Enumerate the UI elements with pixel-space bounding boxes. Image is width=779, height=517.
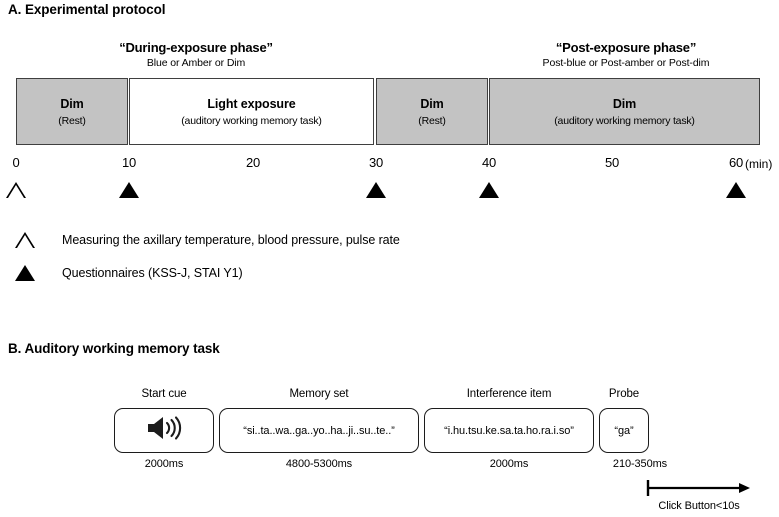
protocol-block-sub-label: (Rest) — [418, 114, 446, 127]
legend-label-measurements: Measuring the axillary temperature, bloo… — [62, 233, 400, 247]
stage-label-probe: Probe — [608, 388, 640, 400]
protocol-block-dim-rest-1: Dim (Rest) — [16, 78, 128, 145]
stage-label-interference-item: Interference item — [466, 388, 552, 400]
stage-label-start-cue: Start cue — [141, 388, 187, 400]
phase-header-during-exposure: “During-exposure phase” Blue or Amber or… — [16, 40, 376, 69]
stage-duration-interference-item: 2000ms — [489, 458, 529, 470]
stage-duration-memory-set: 4800-5300ms — [285, 458, 353, 470]
axis-tick-40: 40 — [481, 155, 497, 170]
stage-content-interference-item: “i.hu.tsu.ke.sa.ta.ho.ra.i.so” — [444, 424, 574, 437]
marker-filled-triangle-30min — [366, 182, 386, 198]
legend-open-triangle-icon — [12, 232, 38, 248]
stage-duration-probe: 210-350ms — [612, 458, 668, 470]
response-window-label: Click Button<10s — [658, 500, 740, 512]
protocol-block-main-label: Dim — [420, 96, 444, 111]
protocol-block-sub-label: (auditory working memory task) — [181, 114, 322, 127]
protocol-block-sub-label: (Rest) — [58, 114, 86, 127]
stage-duration-start-cue: 2000ms — [144, 458, 184, 470]
stage-box-probe: “ga” — [599, 408, 649, 453]
protocol-block-main-label: Light exposure — [207, 96, 296, 111]
protocol-block-sub-label: (auditory working memory task) — [554, 114, 695, 127]
stage-content-memory-set: “si..ta..wa..ga..yo..ha..ji..su..te..” — [243, 424, 395, 437]
panel-b-title: B. Auditory working memory task — [8, 341, 220, 356]
protocol-block-dim-task: Dim (auditory working memory task) — [489, 78, 760, 145]
axis-tick-60: 60 — [728, 155, 744, 170]
protocol-block-light-exposure: Light exposure (auditory working memory … — [129, 78, 374, 145]
panel-a-title: A. Experimental protocol — [8, 2, 166, 17]
phase-subtitle-during-exposure: Blue or Amber or Dim — [146, 57, 246, 69]
speaker-icon — [145, 415, 183, 446]
axis-unit-label: (min) — [745, 157, 773, 171]
axis-tick-20: 20 — [245, 155, 261, 170]
stage-content-probe: “ga” — [614, 424, 634, 437]
protocol-block-main-label: Dim — [60, 96, 84, 111]
axis-tick-10: 10 — [121, 155, 137, 170]
axis-tick-50: 50 — [604, 155, 620, 170]
axis-tick-0: 0 — [12, 155, 20, 170]
stage-box-memory-set: “si..ta..wa..ga..yo..ha..ji..su..te..” — [219, 408, 419, 453]
phase-header-post-exposure: “Post-exposure phase” Post-blue or Post-… — [490, 40, 762, 69]
protocol-block-dim-rest-2: Dim (Rest) — [376, 78, 488, 145]
stage-label-memory-set: Memory set — [289, 388, 349, 400]
legend-label-questionnaires: Questionnaires (KSS-J, STAI Y1) — [62, 266, 243, 280]
axis-tick-30: 30 — [368, 155, 384, 170]
phase-title-post-exposure: “Post-exposure phase” — [555, 40, 697, 55]
marker-filled-triangle-40min — [479, 182, 499, 198]
legend-row-measurements: Measuring the axillary temperature, bloo… — [12, 232, 400, 248]
marker-filled-triangle-60min — [726, 182, 746, 198]
phase-subtitle-post-exposure: Post-blue or Post-amber or Post-dim — [542, 57, 710, 69]
legend-filled-triangle-icon — [12, 265, 38, 281]
stage-box-interference-item: “i.hu.tsu.ke.sa.ta.ho.ra.i.so” — [424, 408, 594, 453]
marker-open-triangle-0min — [6, 182, 26, 198]
phase-title-during-exposure: “During-exposure phase” — [119, 40, 273, 55]
marker-filled-triangle-10min — [119, 182, 139, 198]
legend-row-questionnaires: Questionnaires (KSS-J, STAI Y1) — [12, 265, 243, 281]
protocol-block-main-label: Dim — [612, 96, 637, 111]
response-window-arrow-icon — [646, 478, 752, 503]
stage-box-start-cue — [114, 408, 214, 453]
